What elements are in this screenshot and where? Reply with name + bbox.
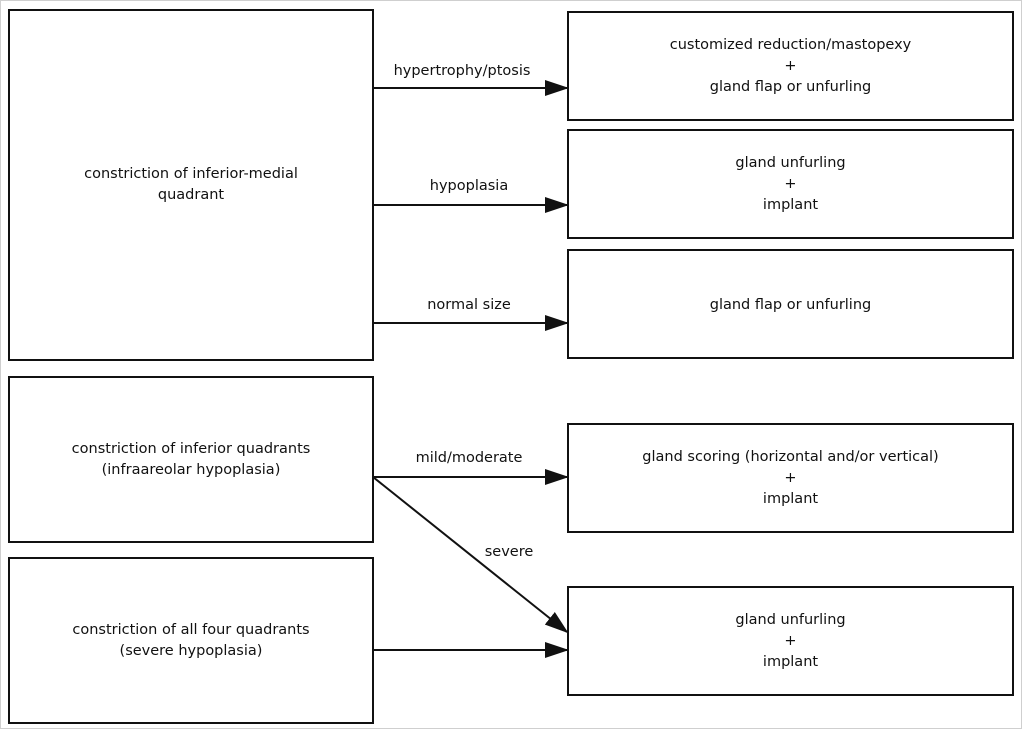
target-text: implant (762, 490, 819, 507)
target-box-reduction: customized reduction/mastopexy + gland f… (567, 11, 1014, 121)
target-box-scoring: gland scoring (horizontal and/or vertica… (567, 423, 1014, 533)
edge-label-mild-moderate: mild/moderate (415, 450, 523, 466)
plus-sign: + (784, 57, 797, 74)
edge-label-normal-size: normal size (427, 297, 511, 313)
arrow-severe (372, 476, 569, 634)
edge-label-hypoplasia: hypoplasia (429, 178, 509, 194)
source-box-inferior-medial: constriction of inferior-medial quadrant (8, 9, 374, 361)
source-text: constriction of inferior-medial (84, 166, 298, 182)
target-text: gland flap or unfurling (709, 78, 872, 95)
target-text: gland unfurling (735, 154, 846, 171)
target-text: gland scoring (horizontal and/or vertica… (642, 448, 939, 465)
source-box-inferior-quadrants: constriction of inferior quadrants (infr… (8, 376, 374, 543)
target-text: customized reduction/mastopexy (669, 36, 912, 53)
edge-label-severe: severe (484, 544, 534, 560)
target-text: gland unfurling (735, 611, 846, 628)
edge-label-hypertrophy-ptosis: hypertrophy/ptosis (393, 63, 531, 79)
plus-sign: + (784, 469, 797, 486)
plus-sign: + (784, 632, 797, 649)
source-text: (infraareolar hypoplasia) (101, 461, 281, 478)
target-text: implant (762, 196, 819, 213)
source-text: constriction of all four quadrants (72, 621, 310, 638)
target-box-unfurling-implant-2: gland unfurling + implant (567, 586, 1014, 696)
source-box-all-four: constriction of all four quadrants (seve… (8, 557, 374, 724)
plus-sign: + (784, 175, 797, 192)
target-text: gland flap or unfurling (709, 297, 872, 313)
source-text: quadrant (157, 187, 225, 203)
source-text: constriction of inferior quadrants (71, 440, 311, 457)
target-box-flap: gland flap or unfurling (567, 249, 1014, 359)
target-text: implant (762, 653, 819, 670)
target-box-unfurling-implant-1: gland unfurling + implant (567, 129, 1014, 239)
source-text: (severe hypoplasia) (119, 642, 263, 659)
